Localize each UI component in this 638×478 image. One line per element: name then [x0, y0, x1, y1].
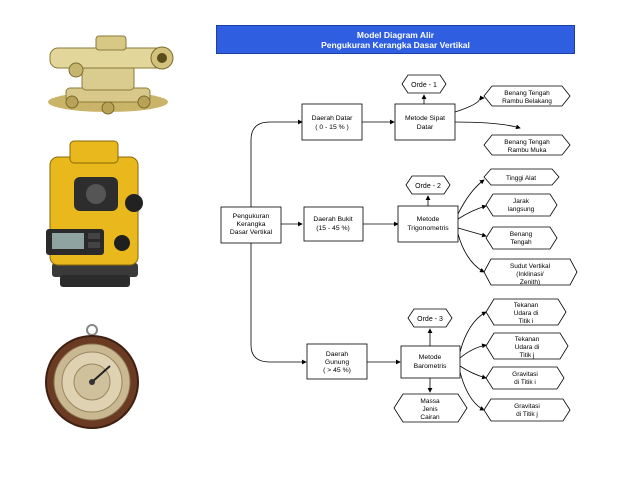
root-node: Pengukuran Kerangka Dasar Vertikal [220, 206, 282, 244]
method-leveling-label-1: Metode Sipat [405, 115, 445, 122]
output-node-vertical-angle: Sudut Vertikal (Inklinasi/ Zenith) [483, 258, 578, 286]
output-instrument-height-label: Tinggi Alat [506, 175, 536, 182]
output-pressure-j-label-2: Udara di [515, 344, 540, 351]
output-foresight-label-2: Rambu Muka [508, 147, 547, 154]
svg-text:Dasar Vertikal: Dasar Vertikal [230, 229, 273, 236]
method-node-barometric: Metode Barometris [400, 345, 461, 379]
area-mountain-label-3: ( > 45 %) [323, 367, 351, 374]
output-gravity-i-label-1: Gravitasi [512, 371, 538, 378]
output-foresight-label-1: Benang Tengah [504, 139, 550, 146]
method-baro-label-2: Barometris [414, 363, 447, 370]
order-node-1: Orde - 1 [401, 74, 447, 94]
output-pressure-i-label-3: Titik i [519, 318, 534, 325]
area-node-mountain: Daerah Gunung ( > 45 %) [306, 343, 368, 380]
extra-label-3: Cairan [420, 414, 440, 421]
area-node-hill: Daerah Bukit (15 - 45 %) [303, 206, 364, 242]
method-node-leveling: Metode Sipat Datar [394, 103, 456, 141]
output-gravity-j-label-1: Gravitasi [514, 403, 540, 410]
order-1-label: Orde - 1 [411, 82, 437, 89]
order-node-3: Orde - 3 [407, 308, 453, 328]
output-gravity-j-label-2: di Titik j [516, 411, 538, 418]
output-distance-label-2: langsung [508, 206, 535, 213]
output-node-gravity-j: Gravitasi di Titik j [483, 398, 571, 422]
order-3-label: Orde - 3 [417, 316, 443, 323]
method-trig-label-2: Trigonometris [407, 225, 449, 232]
area-mountain-label-2: Gunung [325, 359, 349, 366]
area-hill-label-1: Daerah Bukit [313, 216, 352, 223]
area-hill-label-2: (15 - 45 %) [316, 225, 350, 232]
method-leveling-label-2: Datar [417, 124, 434, 131]
theodolite-photo [40, 135, 150, 295]
automatic-level-photo [36, 22, 176, 122]
method-trig-label-1: Metode [417, 216, 440, 223]
output-node-backsight: Benang Tengah Rambu Belakang [483, 85, 571, 107]
extra-label-1: Massa [420, 398, 440, 405]
output-node-direct-distance: Jarak langsung [485, 193, 558, 217]
output-node-gravity-i: Gravitasi di Titik i [485, 366, 565, 390]
area-mountain-label-1: Daerah [326, 351, 349, 358]
output-pressure-j-label-1: Tekanan [515, 336, 540, 343]
output-node-foresight: Benang Tengah Rambu Muka [483, 134, 571, 156]
output-angle-label-1: Sudut Vertikal [510, 263, 551, 270]
method-baro-label-1: Metode [419, 354, 442, 361]
area-flat-label-1: Daerah Datar [312, 115, 354, 122]
area-node-flat: Daerah Datar ( 0 - 15 % ) [301, 103, 363, 141]
output-node-instrument-height: Tinggi Alat [483, 168, 560, 186]
output-backsight-label-1: Benang Tengah [504, 90, 550, 97]
title-line-1: Model Diagram Alir [356, 30, 435, 40]
diagram-title: Model Diagram Alir Pengukuran Kerangka D… [216, 25, 575, 54]
output-pressure-j-label-3: Titik j [520, 352, 535, 359]
output-angle-label-3: Zenith) [520, 279, 540, 286]
root-label-3: Dasar Vertikal [230, 229, 273, 236]
method-node-trigonometric: Metode Trigonometris [397, 205, 459, 243]
extra-label-2: Jenis [422, 406, 438, 413]
area-flat-label-2: ( 0 - 15 % ) [315, 124, 349, 131]
root-label-2: Kerangka [236, 221, 265, 228]
extra-node-fluid-density: Massa Jenis Cairan [393, 393, 468, 423]
order-2-label: Orde - 2 [415, 183, 441, 190]
output-node-pressure-j: Tekanan Udara di Titik j [485, 332, 569, 360]
output-pressure-i-label-1: Tekanan [514, 302, 539, 309]
output-thread-label-2: Tengah [510, 239, 532, 246]
title-line-2: Pengukuran Kerangka Dasar Vertikal [321, 40, 470, 50]
output-gravity-i-label-2: di Titik i [514, 379, 536, 386]
output-pressure-i-label-2: Udara di [514, 310, 539, 317]
svg-text:Kerangka: Kerangka [236, 221, 265, 228]
root-label-1: Pengukuran [233, 213, 270, 220]
barometer-photo [44, 322, 140, 432]
output-angle-label-2: (Inklinasi/ [516, 271, 544, 278]
output-distance-label-1: Jarak [513, 198, 530, 205]
svg-text:Pengukuran: Pengukuran [233, 213, 270, 220]
output-thread-label-1: Benang [510, 231, 533, 238]
output-node-middle-thread: Benang Tengah [485, 226, 558, 250]
order-node-2: Orde - 2 [405, 175, 451, 195]
output-backsight-label-2: Rambu Belakang [502, 98, 552, 105]
output-node-pressure-i: Tekanan Udara di Titik i [485, 298, 567, 326]
